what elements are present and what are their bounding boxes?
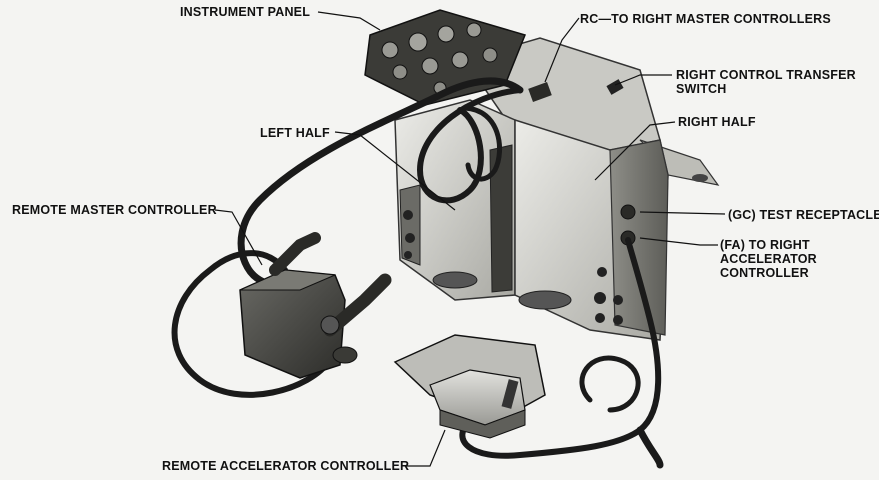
flange-hole: [692, 174, 708, 182]
label-right-half: RIGHT HALF: [678, 115, 756, 129]
label-rc-right-master-controllers: RC—TO RIGHT MASTER CONTROLLERS: [580, 12, 831, 26]
leader-remote-master: [214, 209, 263, 266]
accelerator-base: [439, 409, 526, 439]
leader-left-half: [334, 131, 456, 211]
left-connector-2: [405, 233, 415, 243]
leader-fa: [639, 237, 718, 246]
gauge-4: [466, 22, 482, 38]
accelerator-arm: [501, 379, 519, 409]
leader-right-half: [594, 121, 676, 181]
master-controller-top: [239, 269, 336, 291]
left-connector-3: [404, 251, 412, 259]
gauge-8: [482, 47, 498, 63]
coiled-cable: [416, 87, 523, 204]
right-connector-1: [597, 267, 607, 277]
gauge-1: [381, 41, 399, 59]
right-connector-5: [613, 315, 623, 325]
master-controller-loop: [171, 250, 333, 398]
label-fa-right-accelerator-controller: (FA) TO RIGHT ACCELERATOR CONTROLLER: [720, 238, 817, 280]
coiled-cable-2: [462, 105, 503, 182]
label-remote-accelerator-controller: REMOTE ACCELERATOR CONTROLLER: [162, 459, 410, 473]
center-divider: [489, 144, 513, 293]
left-connector-1: [403, 210, 413, 220]
master-handle-right: [323, 273, 392, 337]
leader-gc-test: [639, 211, 726, 215]
right-connector-2: [594, 292, 606, 304]
leader-transfer-switch: [614, 74, 672, 86]
gauge-5: [392, 64, 408, 80]
label-instrument-panel: INSTRUMENT PANEL: [180, 5, 311, 19]
left-base-opening: [432, 271, 478, 289]
leader-remote-accelerator: [405, 429, 446, 467]
left-side-panel: [399, 184, 421, 266]
leader-rc: [544, 17, 580, 83]
leader-instrument-panel: [317, 11, 381, 31]
right-base-opening: [518, 290, 572, 310]
right-side-plate: [609, 139, 669, 336]
rc-connector: [528, 82, 552, 102]
right-connector-3: [613, 295, 623, 305]
gc-test-receptacle-connector: [620, 204, 636, 220]
gauge-7: [451, 51, 469, 69]
gauge-3: [437, 25, 455, 43]
master-cable-fitting: [332, 346, 358, 364]
cables: [171, 77, 664, 469]
master-hub: [320, 315, 340, 335]
gauge-2: [408, 32, 428, 52]
accelerator-cable-end: [636, 426, 664, 469]
leader-lines: [214, 11, 726, 467]
gauge-6: [421, 57, 439, 75]
label-gc-test-receptacle: (GC) TEST RECEPTACLE: [728, 208, 879, 222]
remote-accelerator-controller: [393, 334, 546, 439]
remote-master-controller: [239, 232, 392, 379]
label-right-control-transfer-switch: RIGHT CONTROL TRANSFER SWITCH: [676, 68, 856, 96]
right-connector-4: [595, 313, 605, 323]
lower-coil: [579, 355, 641, 413]
label-left-half: LEFT HALF: [260, 126, 330, 140]
master-handle-left: [269, 232, 321, 276]
label-remote-master-controller: REMOTE MASTER CONTROLLER: [12, 203, 217, 217]
master-controller-cable: [237, 77, 524, 288]
